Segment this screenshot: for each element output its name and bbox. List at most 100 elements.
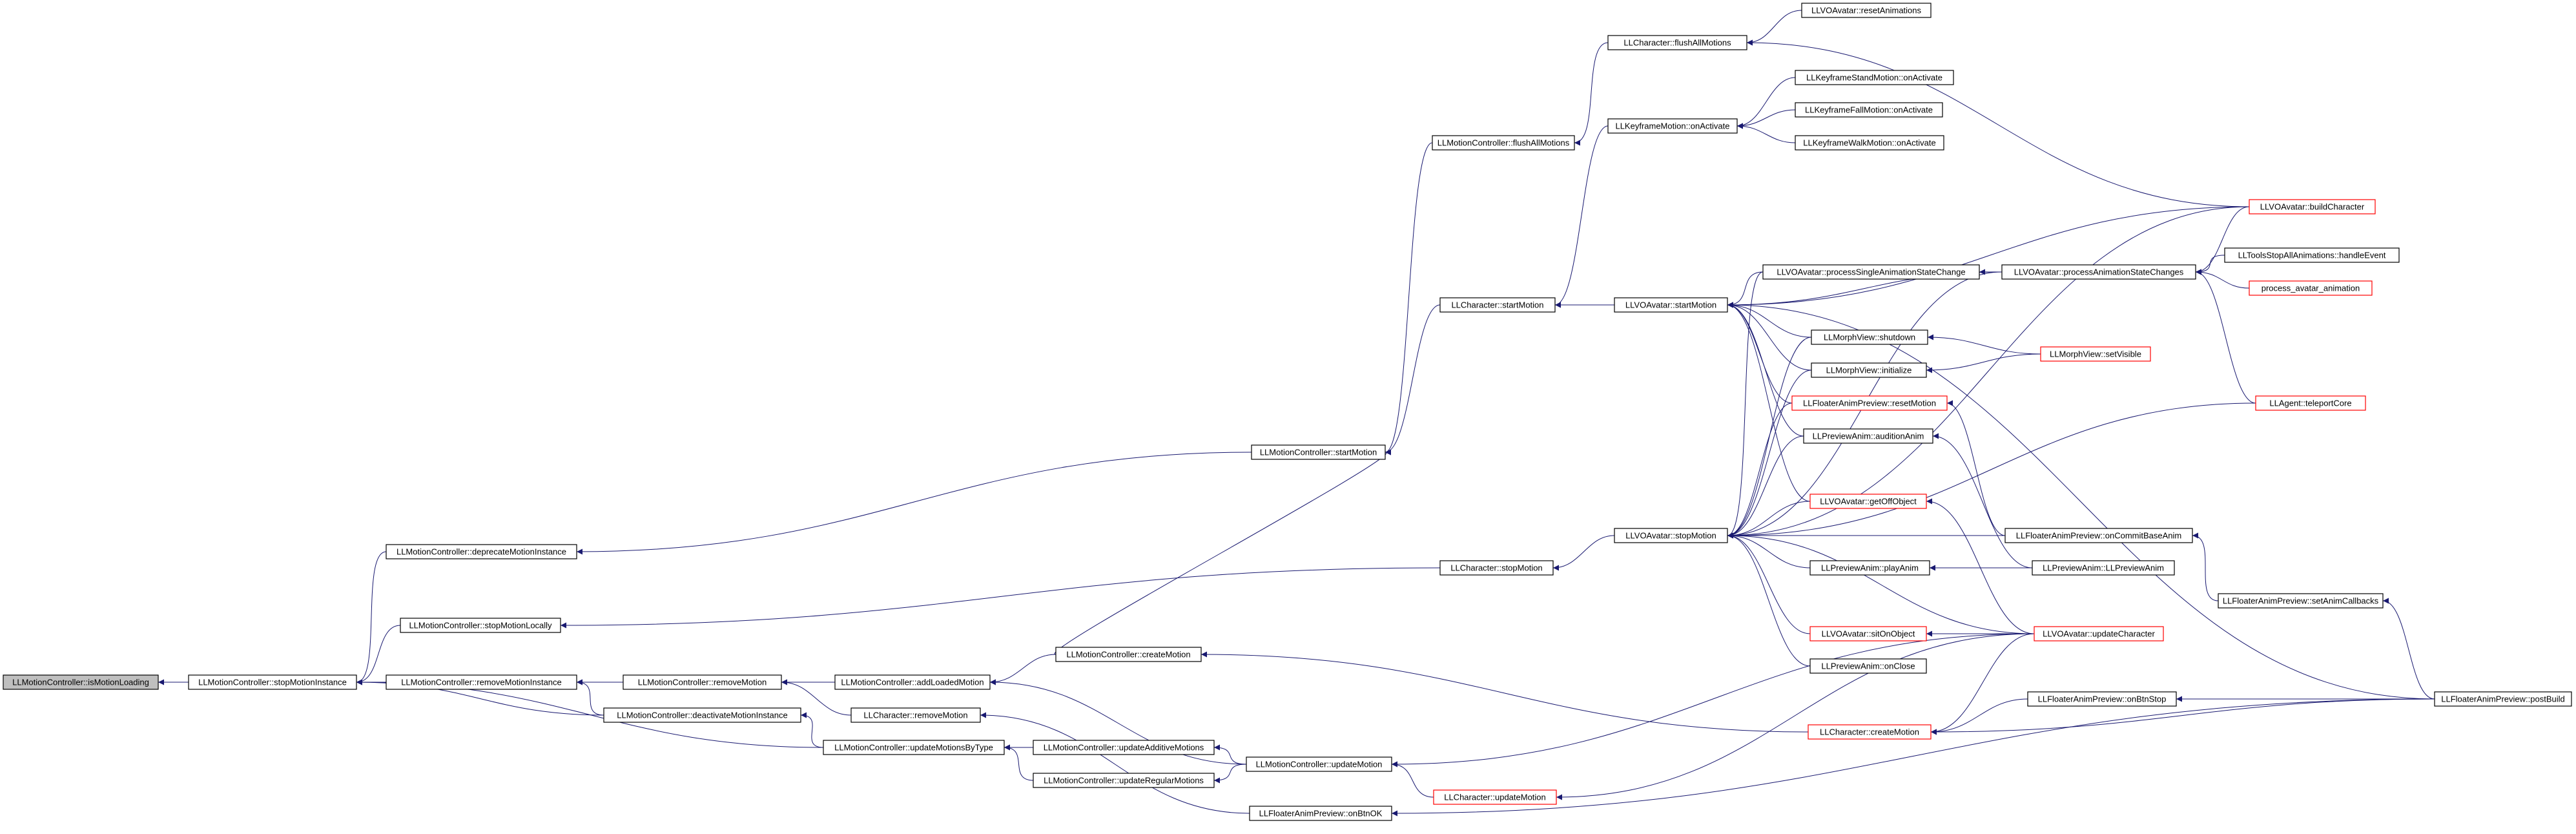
- node-llfloater-anim-preview-on-commit-base-anim[interactable]: LLFloaterAnimPreview::onCommitBaseAnim: [2004, 528, 2193, 543]
- edge-llmorph-view-shutdown-to-llvoavatar-start-motion: [1727, 302, 1812, 338]
- node-llmotion-controller-stop-motion-locally[interactable]: LLMotionController::stopMotionLocally: [400, 618, 561, 633]
- node-box: [1607, 118, 1738, 134]
- edge-llmotion-controller-update-motion-to-llmotion-controller-add-loaded-motion: [989, 679, 1247, 765]
- node-process-avatar-animation[interactable]: process_avatar_animation: [2249, 280, 2373, 296]
- node-llcharacter-start-motion[interactable]: LLCharacter::startMotion: [1439, 297, 1556, 313]
- node-llvoavatar-process-single-animation-state-change[interactable]: LLVOAvatar::processSingleAnimationStateC…: [1762, 264, 1980, 280]
- node-llcharacter-create-motion[interactable]: LLCharacter::createMotion: [1808, 724, 1932, 740]
- node-llcharacter-stop-motion[interactable]: LLCharacter::stopMotion: [1439, 560, 1554, 576]
- edge-llpreview-anim-play-anim-to-llvoavatar-stop-motion: [1727, 532, 1811, 568]
- node-llpreview-anim-llpreview-anim[interactable]: LLPreviewAnim::LLPreviewAnim: [2032, 560, 2175, 576]
- node-label: LLVOAvatar::updateCharacter: [2043, 629, 2155, 639]
- node-llmotion-controller-update-additive-motions[interactable]: LLMotionController::updateAdditiveMotion…: [1033, 740, 1215, 755]
- node-box: [2249, 199, 2376, 214]
- node-label: LLMotionController::updateMotion: [1256, 760, 1383, 769]
- node-llkeyframe-stand-motion-on-activate[interactable]: LLKeyframeStandMotion::onActivate: [1795, 70, 1954, 85]
- edges-layer: [158, 10, 2435, 817]
- edge-llvoavatar-update-character-to-llcharacter-update-motion: [1556, 633, 2035, 800]
- node-label: LLPreviewAnim::LLPreviewAnim: [2043, 563, 2164, 573]
- edge-llvoavatar-build-character-to-llvoavatar-stop-motion: [1727, 206, 2250, 539]
- node-box: [1801, 3, 1932, 18]
- node-box: [2249, 280, 2373, 296]
- node-llmotion-controller-remove-motion-instance[interactable]: LLMotionController::removeMotionInstance: [386, 674, 577, 690]
- node-llvoavatar-process-animation-state-changes[interactable]: LLVOAvatar::processAnimationStateChanges: [2001, 264, 2196, 280]
- node-llfloater-anim-preview-post-build[interactable]: LLFloaterAnimPreview::postBuild: [2434, 691, 2572, 707]
- node-llmotion-controller-stop-motion-instance[interactable]: LLMotionController::stopMotionInstance: [188, 674, 357, 690]
- node-box: [386, 674, 577, 690]
- edge-llfloater-anim-preview-reset-motion-to-llvoavatar-stop-motion: [1727, 402, 1793, 539]
- edge-llpreview-anim-audition-anim-to-llvoavatar-start-motion: [1727, 302, 1804, 437]
- node-label: LLMotionController::updateAdditiveMotion…: [1044, 743, 1204, 753]
- node-box: [1808, 724, 1932, 740]
- node-box: [1809, 494, 1927, 509]
- node-label: LLKeyframeFallMotion::onActivate: [1805, 105, 1933, 115]
- node-llcharacter-flush-all-motions[interactable]: LLCharacter::flushAllMotions: [1607, 35, 1747, 50]
- edge-llkeyframe-stand-motion-on-activate-to-llkeyframe-motion-on-activate: [1736, 77, 1796, 129]
- edge-llpreview-anim-llpreview-anim-to-llpreview-anim-audition-anim: [1932, 433, 2033, 568]
- node-label: LLVOAvatar::stopMotion: [1625, 531, 1716, 541]
- node-llvoavatar-sit-on-object[interactable]: LLVOAvatar::sitOnObject: [1809, 626, 1927, 641]
- node-box: [1251, 444, 1386, 460]
- node-box: [2434, 691, 2572, 707]
- node-label: LLCharacter::flushAllMotions: [1623, 38, 1731, 48]
- node-box: [823, 740, 1005, 755]
- node-llmotion-controller-deprecate-motion-instance[interactable]: LLMotionController::deprecateMotionInsta…: [386, 544, 577, 559]
- node-box: [1614, 528, 1728, 543]
- node-llmotion-controller-start-motion[interactable]: LLMotionController::startMotion: [1251, 444, 1386, 460]
- edge-llcharacter-stop-motion-to-llmotion-controller-stop-motion-locally: [560, 567, 1441, 629]
- edge-process-avatar-animation-to-llvoavatar-process-animation-state-changes: [2195, 269, 2250, 289]
- node-llvoavatar-stop-motion[interactable]: LLVOAvatar::stopMotion: [1614, 528, 1728, 543]
- node-llvoavatar-reset-animations[interactable]: LLVOAvatar::resetAnimations: [1801, 3, 1932, 18]
- node-llfloater-anim-preview-reset-motion[interactable]: LLFloaterAnimPreview::resetMotion: [1791, 395, 1948, 411]
- node-llpreview-anim-play-anim[interactable]: LLPreviewAnim::playAnim: [1809, 560, 1930, 576]
- edge-llvoavatar-build-character-to-llvoavatar-process-animation-state-changes: [2195, 206, 2250, 275]
- node-llkeyframe-fall-motion-on-activate[interactable]: LLKeyframeFallMotion::onActivate: [1795, 102, 1943, 118]
- node-llmotion-controller-deactivate-motion-instance[interactable]: LLMotionController::deactivateMotionInst…: [603, 707, 801, 723]
- node-label: LLMorphView::initialize: [1826, 366, 1912, 375]
- node-llpreview-anim-on-close[interactable]: LLPreviewAnim::onClose: [1809, 658, 1927, 674]
- node-box: [1033, 773, 1215, 788]
- edge-llvoavatar-process-single-animation-state-change-to-llvoavatar-stop-motion: [1727, 271, 1764, 539]
- node-llmotion-controller-update-motions-by-type[interactable]: LLMotionController::updateMotionsByType: [823, 740, 1005, 755]
- node-llvoavatar-update-character[interactable]: LLVOAvatar::updateCharacter: [2034, 626, 2164, 641]
- node-box: [2004, 528, 2193, 543]
- node-lltools-stop-all-animations-handle-event[interactable]: LLToolsStopAllAnimations::handleEvent: [2224, 247, 2400, 263]
- node-llfloater-anim-preview-on-btn-stop[interactable]: LLFloaterAnimPreview::onBtnStop: [2027, 691, 2177, 707]
- node-llmotion-controller-update-regular-motions[interactable]: LLMotionController::updateRegularMotions: [1033, 773, 1215, 788]
- node-llmorph-view-shutdown[interactable]: LLMorphView::shutdown: [1811, 329, 1928, 345]
- node-llvoavatar-start-motion[interactable]: LLVOAvatar::startMotion: [1614, 297, 1728, 313]
- node-label: LLFloaterAnimPreview::setAnimCallbacks: [2223, 596, 2379, 606]
- node-llmotion-controller-create-motion[interactable]: LLMotionController::createMotion: [1055, 647, 1202, 662]
- node-box: [1439, 297, 1556, 313]
- node-llmotion-controller-remove-motion[interactable]: LLMotionController::removeMotion: [623, 674, 782, 690]
- node-llmorph-view-set-visible[interactable]: LLMorphView::setVisible: [2040, 346, 2151, 362]
- node-llmorph-view-initialize[interactable]: LLMorphView::initialize: [1811, 362, 1927, 378]
- node-llcharacter-update-motion[interactable]: LLCharacter::updateMotion: [1433, 789, 1557, 805]
- node-llfloater-anim-preview-set-anim-callbacks[interactable]: LLFloaterAnimPreview::setAnimCallbacks: [2218, 593, 2384, 609]
- node-box: [1614, 297, 1728, 313]
- node-label: LLFloaterAnimPreview::resetMotion: [1803, 399, 1936, 408]
- edge-llfloater-anim-preview-post-build-to-llcharacter-create-motion: [1930, 698, 2435, 735]
- edge-llkeyframe-motion-on-activate-to-llcharacter-start-motion: [1554, 125, 1609, 308]
- node-label: LLMotionController::flushAllMotions: [1437, 138, 1570, 148]
- node-llkeyframe-walk-motion-on-activate[interactable]: LLKeyframeWalkMotion::onActivate: [1795, 135, 1944, 151]
- node-llkeyframe-motion-on-activate[interactable]: LLKeyframeMotion::onActivate: [1607, 118, 1738, 134]
- node-llmotion-controller-update-motion[interactable]: LLMotionController::updateMotion: [1246, 756, 1392, 772]
- node-label: LLMotionController::startMotion: [1260, 448, 1377, 457]
- node-box: [623, 674, 782, 690]
- node-box: [1809, 560, 1930, 576]
- node-llpreview-anim-audition-anim[interactable]: LLPreviewAnim::auditionAnim: [1803, 428, 1933, 444]
- node-label: LLMorphView::shutdown: [1824, 333, 1915, 342]
- node-llvoavatar-build-character[interactable]: LLVOAvatar::buildCharacter: [2249, 199, 2376, 214]
- node-llagent-teleport-core[interactable]: LLAgent::teleportCore: [2255, 395, 2366, 411]
- node-llfloater-anim-preview-on-btn-ok[interactable]: LLFloaterAnimPreview::onBtnOK: [1249, 806, 1392, 821]
- node-llvoavatar-get-off-object[interactable]: LLVOAvatar::getOffObject: [1809, 494, 1927, 509]
- node-llcharacter-remove-motion[interactable]: LLCharacter::removeMotion: [850, 707, 981, 723]
- node-llmotion-controller-add-loaded-motion[interactable]: LLMotionController::addLoadedMotion: [834, 674, 991, 690]
- node-box: [2032, 560, 2175, 576]
- node-box: [850, 707, 981, 723]
- edge-llkeyframe-fall-motion-on-activate-to-llkeyframe-motion-on-activate: [1736, 109, 1796, 129]
- node-llmotion-controller-flush-all-motions[interactable]: LLMotionController::flushAllMotions: [1432, 135, 1575, 151]
- node-llmotion-controller-is-motion-loading[interactable]: LLMotionController::isMotionLoading: [3, 674, 159, 690]
